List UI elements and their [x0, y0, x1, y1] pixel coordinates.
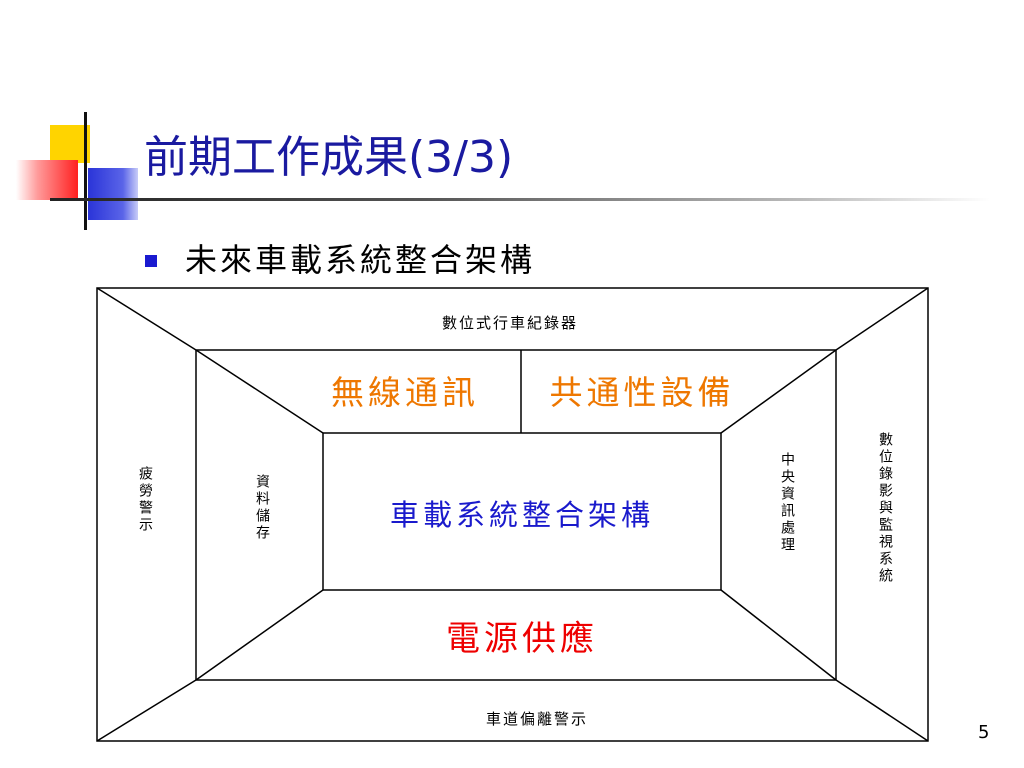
- slide-title-text: 前期工作成果: [144, 132, 408, 183]
- corner-line-bl-inner: [195, 589, 324, 681]
- corner-line-bl-outer: [96, 679, 197, 742]
- corner-line-br-inner: [720, 589, 837, 681]
- slide-title-suffix: (3/3): [408, 132, 514, 183]
- corner-line-tl-outer: [96, 287, 197, 351]
- label-center: 車載系統整合架構: [390, 498, 654, 532]
- decor-red-square: [16, 160, 78, 200]
- label-left-outer: 疲勞警示: [137, 465, 153, 534]
- inner-frame: [322, 432, 722, 591]
- bullet-square-icon: [145, 255, 157, 267]
- decor-yellow-square: [50, 125, 90, 163]
- corner-line-tr-outer: [835, 287, 929, 351]
- bullet-text: 未來車載系統整合架構: [185, 241, 536, 279]
- decor-blue-square: [88, 168, 138, 220]
- label-left-inner: 資料儲存: [254, 474, 270, 542]
- corner-line-br-outer: [835, 679, 929, 742]
- slide-title: 前期工作成果(3/3): [144, 130, 513, 186]
- label-wireless: 無線通訊: [331, 373, 479, 412]
- label-bottom: 車道偏離警示: [486, 710, 588, 728]
- label-power: 電源供應: [446, 619, 598, 659]
- label-right-outer: 數位錄影與監視系統: [877, 432, 893, 585]
- decor-vertical-line: [84, 112, 87, 230]
- label-top: 數位式行車紀錄器: [442, 314, 578, 332]
- page-number: 5: [978, 722, 990, 743]
- corner-line-tl-inner: [195, 349, 324, 434]
- corner-line-tr-inner: [720, 349, 837, 434]
- outer-frame: [96, 287, 929, 742]
- middle-frame: [195, 349, 837, 681]
- title-underline: [50, 198, 990, 201]
- label-right-inner: 中央資訊處理: [779, 452, 795, 554]
- label-common-equipment: 共通性設備: [550, 373, 735, 412]
